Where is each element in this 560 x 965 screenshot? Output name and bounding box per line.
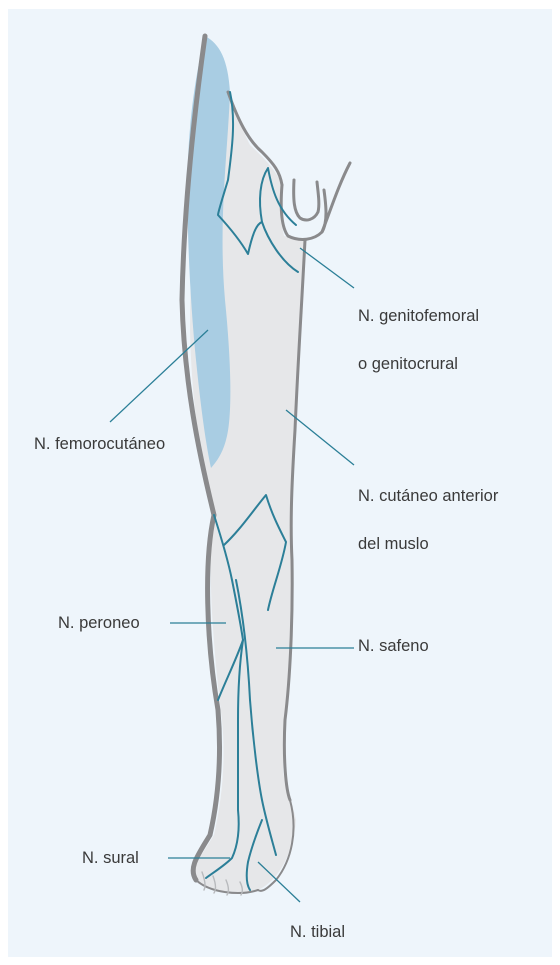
leader-genitofemoral xyxy=(300,248,354,288)
label-tibial: N. tibial xyxy=(290,920,345,944)
label-cutaneo-anterior: N. cutáneo anterior del muslo xyxy=(358,460,498,580)
label-genitofemoral-line1: N. genitofemoral xyxy=(358,304,479,328)
label-cutaneo-line2: del muslo xyxy=(358,532,498,556)
label-genitofemoral: N. genitofemoral o genitocrural xyxy=(358,280,479,400)
label-safeno: N. safeno xyxy=(358,634,429,658)
label-peroneo: N. peroneo xyxy=(58,611,140,635)
label-cutaneo-line1: N. cutáneo anterior xyxy=(358,484,498,508)
label-genitofemoral-line2: o genitocrural xyxy=(358,352,479,376)
label-femorocutaneo: N. femorocutáneo xyxy=(34,432,165,456)
label-sural: N. sural xyxy=(82,846,139,870)
leader-cutaneo xyxy=(286,410,354,465)
